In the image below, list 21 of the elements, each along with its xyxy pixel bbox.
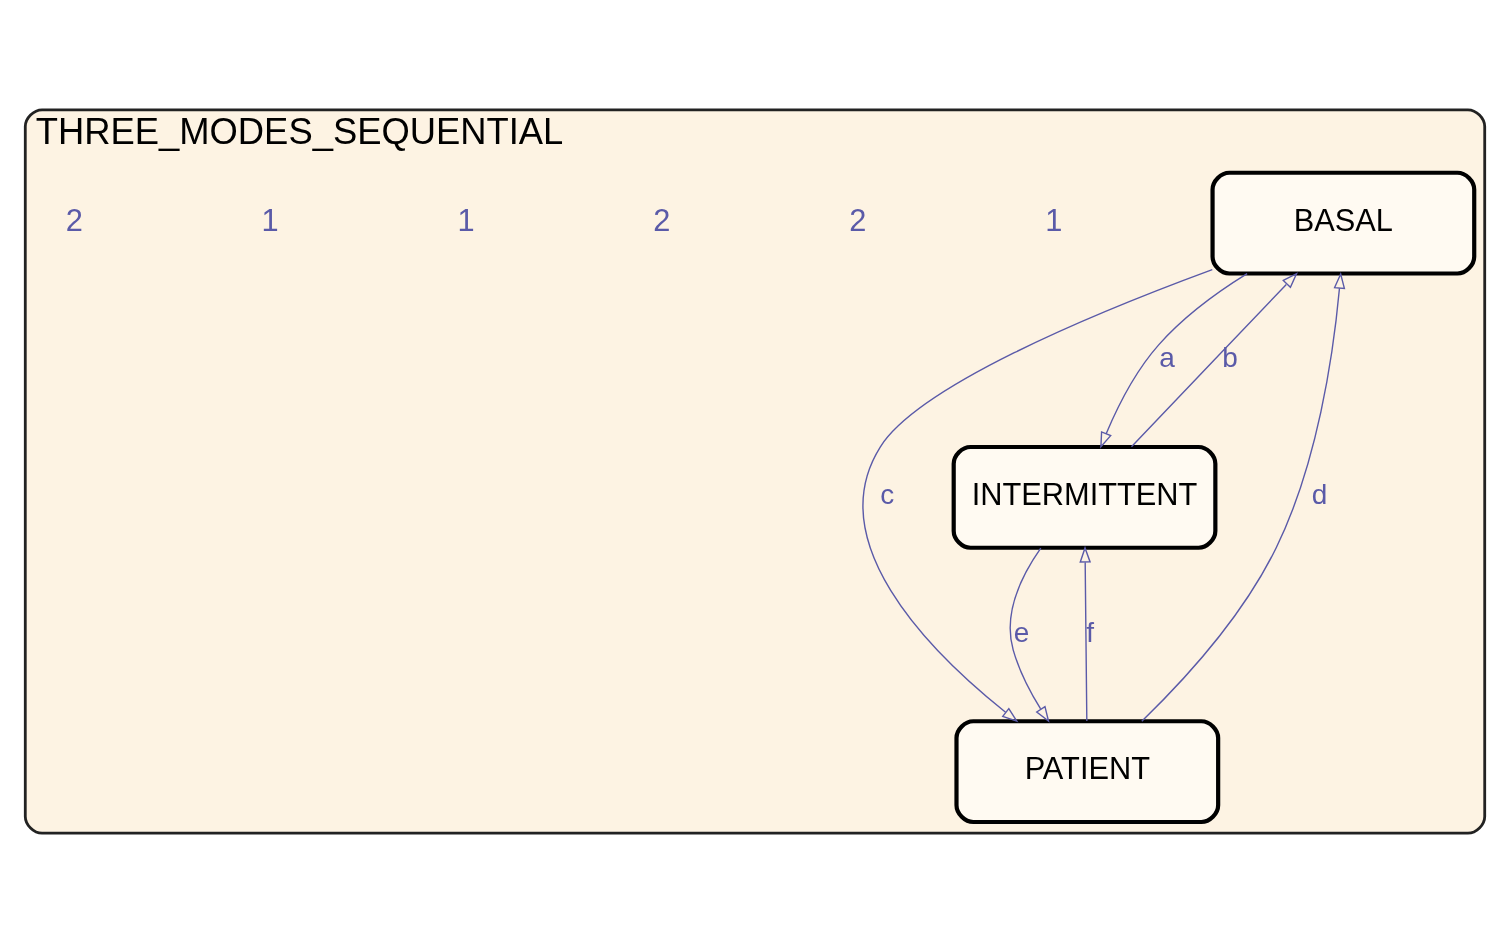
edge-label: e (1013, 616, 1030, 648)
label: 2 (65, 202, 83, 238)
node-box: INTERMITTENT (951, 444, 1218, 550)
arrow (1141, 271, 1346, 722)
edge-label: a (1159, 341, 1175, 373)
edge-label: d (1311, 478, 1328, 510)
edge-label: c (880, 478, 895, 510)
arrow (1100, 272, 1248, 449)
label: 1 (261, 202, 279, 238)
label: 1 (1045, 202, 1063, 238)
arrow (1009, 547, 1050, 723)
arrow (1079, 545, 1092, 722)
node-box: BASAL (1210, 170, 1477, 276)
arrow (1130, 271, 1298, 447)
label: 2 (653, 202, 671, 238)
label: 2 (849, 202, 867, 238)
arrow (862, 268, 1213, 722)
edge-label: b (1222, 341, 1238, 373)
label: 1 (457, 202, 475, 238)
edge-label: f (1086, 616, 1095, 648)
node-box: PATIENT (954, 718, 1221, 824)
